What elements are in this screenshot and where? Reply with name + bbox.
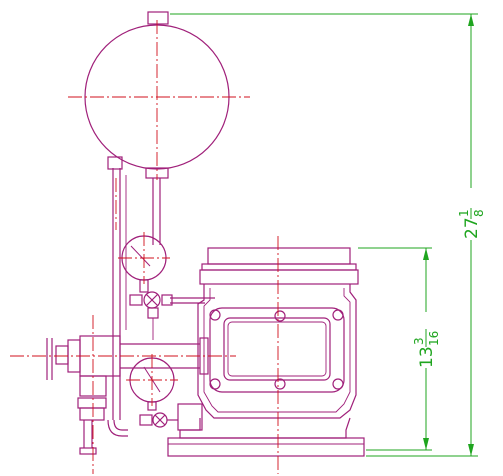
side-valve-assembly: [46, 335, 209, 380]
pump-base-flange: [167, 437, 365, 457]
center-lines: [10, 20, 279, 474]
cover-bolt-tc: [274, 310, 286, 322]
vertical-pipes: [112, 168, 161, 420]
drain-cap: [79, 447, 97, 455]
lower-valve-bracket: [177, 403, 203, 431]
body-height-arrow-top: [423, 248, 429, 260]
cover-bolt-tr: [332, 309, 344, 321]
inspection-cover: [209, 307, 345, 393]
overall-height-arrow-top: [468, 14, 474, 26]
cover-bolt-br: [332, 378, 344, 390]
pipe-elbow: [107, 419, 128, 437]
pump-base-neck: [179, 417, 351, 439]
top-flange-upper: [207, 247, 351, 265]
upper-valve-cross-b: [145, 293, 159, 307]
upper-valve-tail: [147, 307, 159, 319]
valve-bonnet: [55, 345, 69, 365]
pipe-elbow-inner: [113, 419, 128, 431]
upper-valve: [129, 291, 215, 340]
upper-gauge-needle: [130, 245, 151, 267]
cover-window-inner: [227, 321, 327, 377]
lower-valve-cross-b: [154, 414, 166, 426]
pipe-coupling-2: [77, 397, 107, 409]
dimensions: 27 1 8 13 3 16: [170, 13, 486, 457]
body-height-arrow-bottom: [423, 438, 429, 450]
overall-height-denominator: 8: [472, 209, 486, 217]
cover-bolt-bc: [274, 378, 286, 390]
pump-body: [167, 247, 365, 457]
pump-casing: [197, 284, 357, 419]
top-flange-ring: [201, 263, 357, 271]
upper-valve-fitting-right: [161, 294, 173, 306]
tank-top-nozzle: [147, 11, 169, 25]
body-height-numerator: 3: [412, 337, 426, 345]
cover-bolt-bl: [209, 378, 221, 390]
body-height-label: 13 3 16: [410, 312, 442, 368]
upper-valve-fitting-left: [129, 294, 143, 306]
top-flange-lower: [199, 269, 359, 285]
pipe-coupling-3: [79, 407, 105, 421]
overall-height-numerator: 1: [457, 209, 471, 217]
overall-height-whole: 27: [462, 217, 482, 239]
cover-window: [223, 317, 331, 381]
pump-casing-inner: [203, 288, 351, 413]
tank-side-nozzle: [107, 156, 123, 170]
cover-bolt-tl: [209, 309, 221, 321]
body-height-denominator: 16: [427, 331, 441, 346]
lower-valve-fitting: [139, 414, 153, 426]
body-height-whole: 13: [417, 346, 437, 368]
overall-height-label: 27 1 8: [456, 188, 486, 240]
lower-valve: [139, 403, 203, 431]
overall-height-arrow-bottom: [468, 444, 474, 456]
